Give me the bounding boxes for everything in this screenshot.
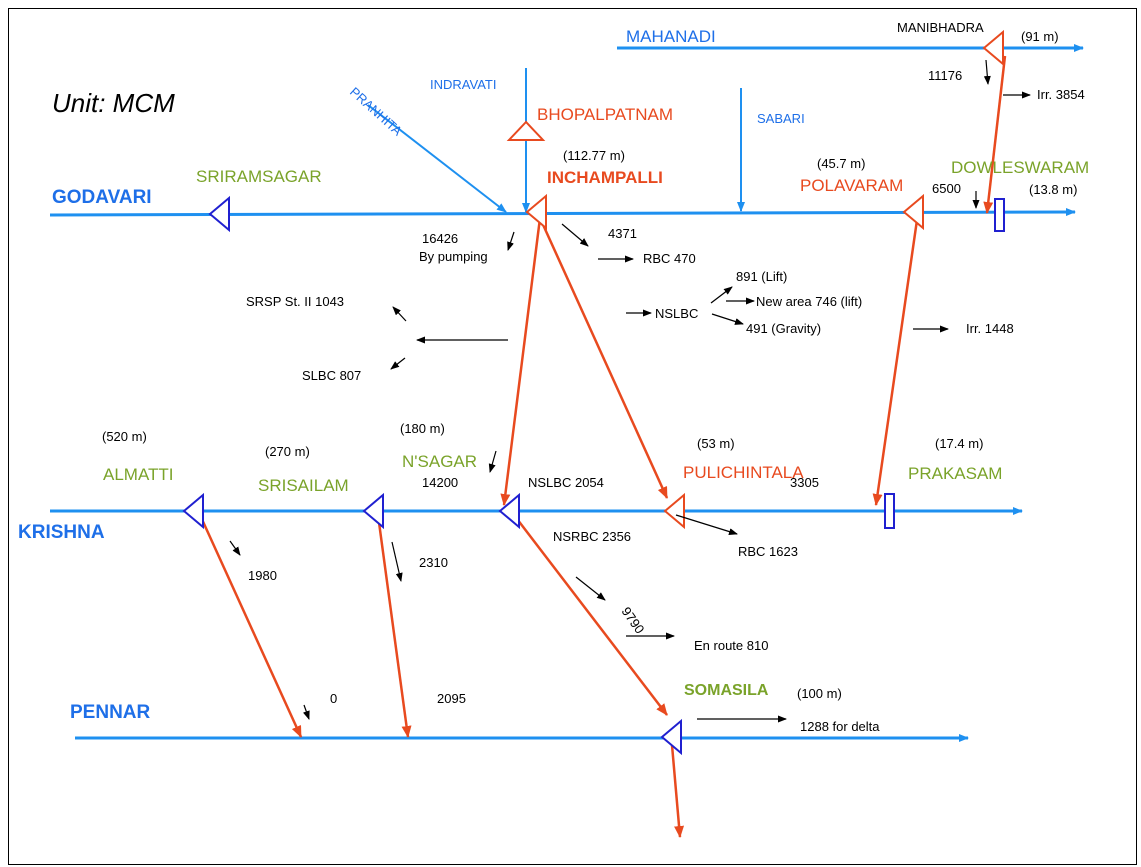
arrow-lift891: [710, 286, 733, 304]
flow-rbc1623: RBC 1623: [738, 544, 798, 559]
flow-delta: 1288 for delta: [800, 719, 880, 734]
somasila-dam-icon: [660, 718, 682, 756]
pulichintala-dam-icon: [663, 492, 685, 530]
arrow-1980: [229, 540, 241, 556]
flow-1980: 1980: [248, 568, 277, 583]
arrow-rbc1623: [675, 514, 738, 535]
flow-enroute: En route 810: [694, 638, 768, 653]
flow-3305: 3305: [790, 475, 819, 490]
link-srisailam-pennar: [376, 514, 412, 738]
link-nsagar-somasila: [513, 514, 668, 716]
nsagar-dam-icon: [498, 492, 520, 530]
flow-2095: 2095: [437, 691, 466, 706]
flow-grav491: 491 (Gravity): [746, 321, 821, 336]
polavaram-level: (45.7 m): [817, 156, 865, 171]
dowleswaram-label: DOWLESWARAM: [951, 158, 1089, 177]
dowleswaram-barrage-icon: [994, 198, 1005, 232]
link-almatti-pennar: [198, 514, 303, 738]
sriramsagar-label: SRIRAMSAGAR: [196, 167, 322, 186]
almatti-dam-icon: [182, 492, 204, 530]
river-label-krishna: KRISHNA: [18, 522, 105, 543]
river-label-pennar: PENNAR: [70, 702, 151, 723]
manibhadra-level: (91 m): [1021, 29, 1059, 44]
flow-6500: 6500: [932, 181, 961, 196]
arrow-14200: [488, 450, 497, 473]
manibhadra-label: MANIBHADRA: [897, 20, 984, 35]
nsagar-level: (180 m): [400, 421, 445, 436]
prakasam-level: (17.4 m): [935, 436, 983, 451]
flow-11176: 11176: [928, 68, 962, 83]
link-manibhadra-dowleswaram: [983, 55, 1007, 214]
inchampalli-level: (112.77 m): [563, 148, 625, 163]
arrow-grav491: [711, 313, 744, 325]
flow-4371: 4371: [608, 226, 637, 241]
polavaram-dam-icon: [902, 193, 924, 231]
arrow-0: [303, 704, 310, 720]
bhopalpatnam-label: BHOPALPATNAM: [537, 105, 673, 124]
arrow-slbc: [390, 357, 406, 370]
flow-nsrbc2356: NSRBC 2356: [553, 529, 631, 544]
manibhadra-dam-icon: [982, 29, 1004, 67]
arrow-srsp: [392, 306, 407, 322]
flow-0: 0: [330, 691, 337, 706]
flow-by-pumping: By pumping: [419, 249, 488, 264]
pulichintala-label: PULICHINTALA: [683, 463, 804, 482]
flow-nslbc2054: NSLBC 2054: [528, 475, 604, 490]
srisailam-dam-icon: [362, 492, 384, 530]
diagram-frame: [8, 8, 1137, 865]
almatti-label: ALMATTI: [103, 465, 174, 484]
nsagar-label: N'SAGAR: [402, 452, 477, 471]
flow-16426: 16426: [422, 231, 458, 246]
flow-irr3854: Irr. 3854: [1037, 87, 1085, 102]
flow-2310: 2310: [419, 555, 448, 570]
link-polavaram-prakasam: [872, 212, 920, 506]
prakasam-label: PRAKASAM: [908, 464, 1002, 483]
flow-slbc: SLBC 807: [302, 368, 361, 383]
flow-rbc470: RBC 470: [643, 251, 696, 266]
inchampalli-label: INCHAMPALLI: [547, 168, 663, 187]
arrow-16426: [507, 231, 515, 251]
unit-label: Unit: MCM: [52, 88, 175, 118]
dowleswaram-level: (13.8 m): [1029, 182, 1077, 197]
link-inchampalli-nsagar: [500, 217, 542, 506]
arrow-4371: [561, 223, 589, 247]
flow-nslbc: NSLBC: [655, 306, 698, 321]
link-somasila-south: [670, 744, 685, 838]
pranhita-river-line: [367, 104, 507, 213]
river-label-sabari: SABARI: [757, 111, 805, 126]
river-label-indravati: INDRAVATI: [430, 77, 496, 92]
river-label-mahanadi: MAHANADI: [626, 27, 716, 46]
bhopalpatnam-dam-icon: [506, 120, 546, 141]
flow-srsp: SRSP St. II 1043: [246, 294, 344, 309]
link-inchampalli-pulichintala: [538, 217, 669, 499]
sriramsagar-dam-icon: [208, 195, 230, 233]
somasila-label: SOMASILA: [684, 682, 769, 699]
flow-9790: 9790: [619, 604, 648, 636]
almatti-level: (520 m): [102, 429, 147, 444]
pulichintala-level: (53 m): [697, 436, 735, 451]
polavaram-label: POLAVARAM: [800, 176, 903, 195]
srisailam-label: SRISAILAM: [258, 476, 349, 495]
flow-lift891: 891 (Lift): [736, 269, 787, 284]
somasila-level: (100 m): [797, 686, 842, 701]
arrow-11176: [983, 59, 991, 85]
river-label-godavari: GODAVARI: [52, 187, 152, 208]
inchampalli-dam-icon: [525, 193, 547, 231]
prakasam-barrage-icon: [884, 493, 895, 529]
arrow-9790: [575, 576, 606, 601]
arrow-2310: [391, 541, 403, 582]
flow-14200: 14200: [422, 475, 458, 490]
flow-newarea: New area 746 (lift): [756, 294, 862, 309]
flow-irr1448: Irr. 1448: [966, 321, 1014, 336]
srisailam-level: (270 m): [265, 444, 310, 459]
river-label-pranhita: PRANHITA: [347, 84, 405, 139]
